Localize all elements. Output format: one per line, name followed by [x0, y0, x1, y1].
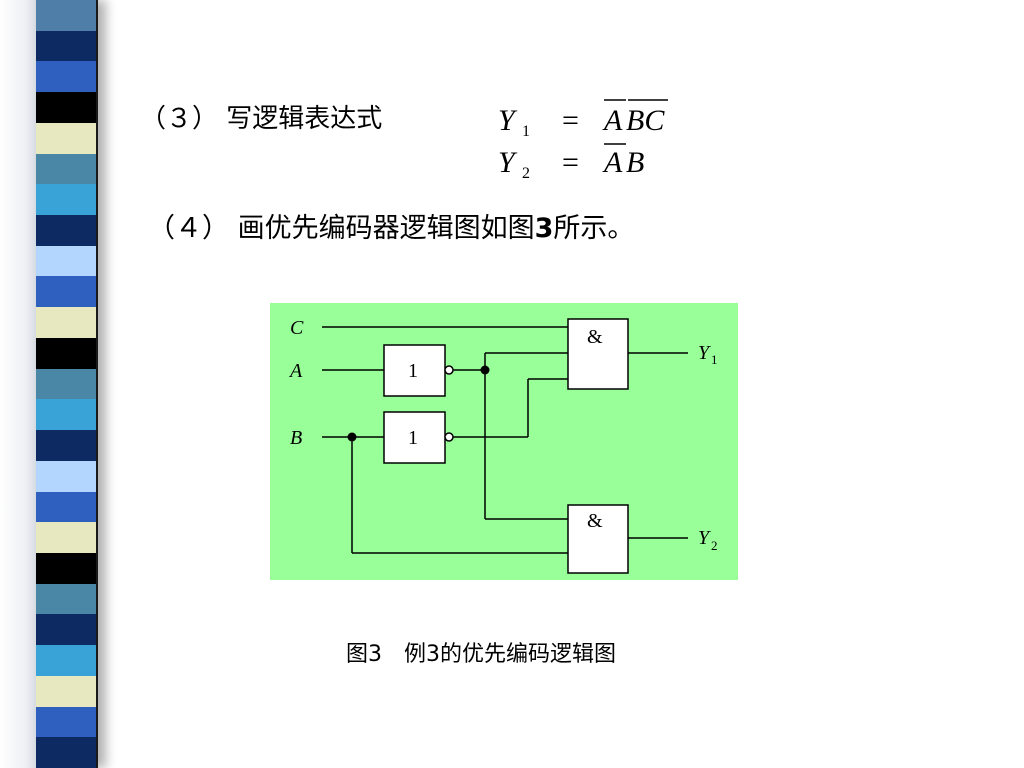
and-gate-y1-label: &	[587, 326, 603, 348]
output-label-y2: Y	[698, 527, 711, 549]
y1-subscript: 1	[522, 123, 530, 140]
stripe-band	[36, 368, 96, 400]
stripe-band	[36, 645, 96, 676]
y2-overbar-term: A	[602, 146, 623, 179]
y2-lhs: Y	[498, 146, 518, 179]
stripe-band	[36, 122, 96, 154]
left-shade	[0, 0, 36, 768]
junction-b	[347, 432, 357, 442]
y1-rest-term: BC	[626, 104, 665, 137]
input-label-c: C	[290, 317, 304, 339]
stripe-band	[36, 153, 96, 185]
input-label-a: A	[288, 360, 303, 382]
output-label-y1: Y	[698, 342, 711, 364]
step4-suffix: 所示。	[553, 213, 635, 244]
stripe-band	[36, 706, 96, 738]
y2-subscript: 2	[522, 165, 530, 182]
not-gate-a	[383, 344, 446, 397]
stripe-band	[36, 0, 96, 31]
stripe-band	[36, 552, 96, 584]
step3-heading: （３） 写逻辑表达式	[140, 98, 382, 135]
stripe-band	[36, 184, 96, 216]
stripe-band	[36, 399, 96, 431]
stripe-band	[36, 215, 96, 246]
stripe-band	[36, 276, 96, 308]
step4-heading: （４） 画优先编码器逻辑图如图3所示。	[148, 206, 634, 245]
y1-overbar-term: A	[602, 104, 623, 137]
stripe-band	[36, 307, 96, 338]
stripe-band	[36, 522, 96, 553]
stripe-band	[36, 583, 96, 615]
stripe-band	[36, 460, 96, 492]
logic-expressions: Y 1 = A BC Y 2 = A B	[498, 99, 668, 182]
and-gate-y2	[567, 504, 629, 574]
y2-rest-term: B	[626, 146, 644, 179]
stripe-band	[36, 30, 96, 62]
logic-diagram-svg: C A B 1 1 & & Y 1 Y 2	[270, 303, 738, 580]
output-label-y2-sub: 2	[711, 538, 718, 553]
decorative-stripe	[36, 0, 98, 768]
stripe-band	[36, 675, 96, 707]
inversion-bubble-b	[444, 432, 454, 442]
not-gate-b	[383, 411, 446, 464]
and-gate-y1	[567, 318, 629, 390]
and-gate-y2-label: &	[587, 510, 603, 532]
step4-prefix: （４） 画优先编码器逻辑图如图	[148, 213, 535, 244]
stripe-band	[36, 491, 96, 523]
stripe-band	[36, 92, 96, 123]
stripe-band	[36, 430, 96, 461]
diagram-background	[270, 303, 738, 580]
step3-label: （３） 写逻辑表达式	[140, 104, 383, 134]
not-gate-b-label: 1	[408, 427, 418, 449]
output-label-y1-sub: 1	[711, 352, 718, 367]
step4-figure-number: 3	[534, 213, 554, 244]
y2-equals: =	[562, 146, 579, 179]
stripe-band	[36, 737, 96, 768]
junction-not-a	[480, 365, 490, 375]
stripe-band	[36, 337, 96, 369]
y1-lhs: Y	[498, 104, 518, 137]
stripe-band	[36, 61, 96, 93]
inversion-bubble-a	[444, 365, 454, 375]
input-label-b: B	[290, 427, 302, 449]
y1-equals: =	[562, 104, 579, 137]
figure-caption: 图3 例3的优先编码逻辑图	[346, 642, 616, 667]
stripe-band	[36, 245, 96, 277]
not-gate-a-label: 1	[408, 360, 418, 382]
stripe-band	[36, 614, 96, 646]
logic-diagram: C A B 1 1 & & Y 1 Y 2	[270, 303, 738, 580]
